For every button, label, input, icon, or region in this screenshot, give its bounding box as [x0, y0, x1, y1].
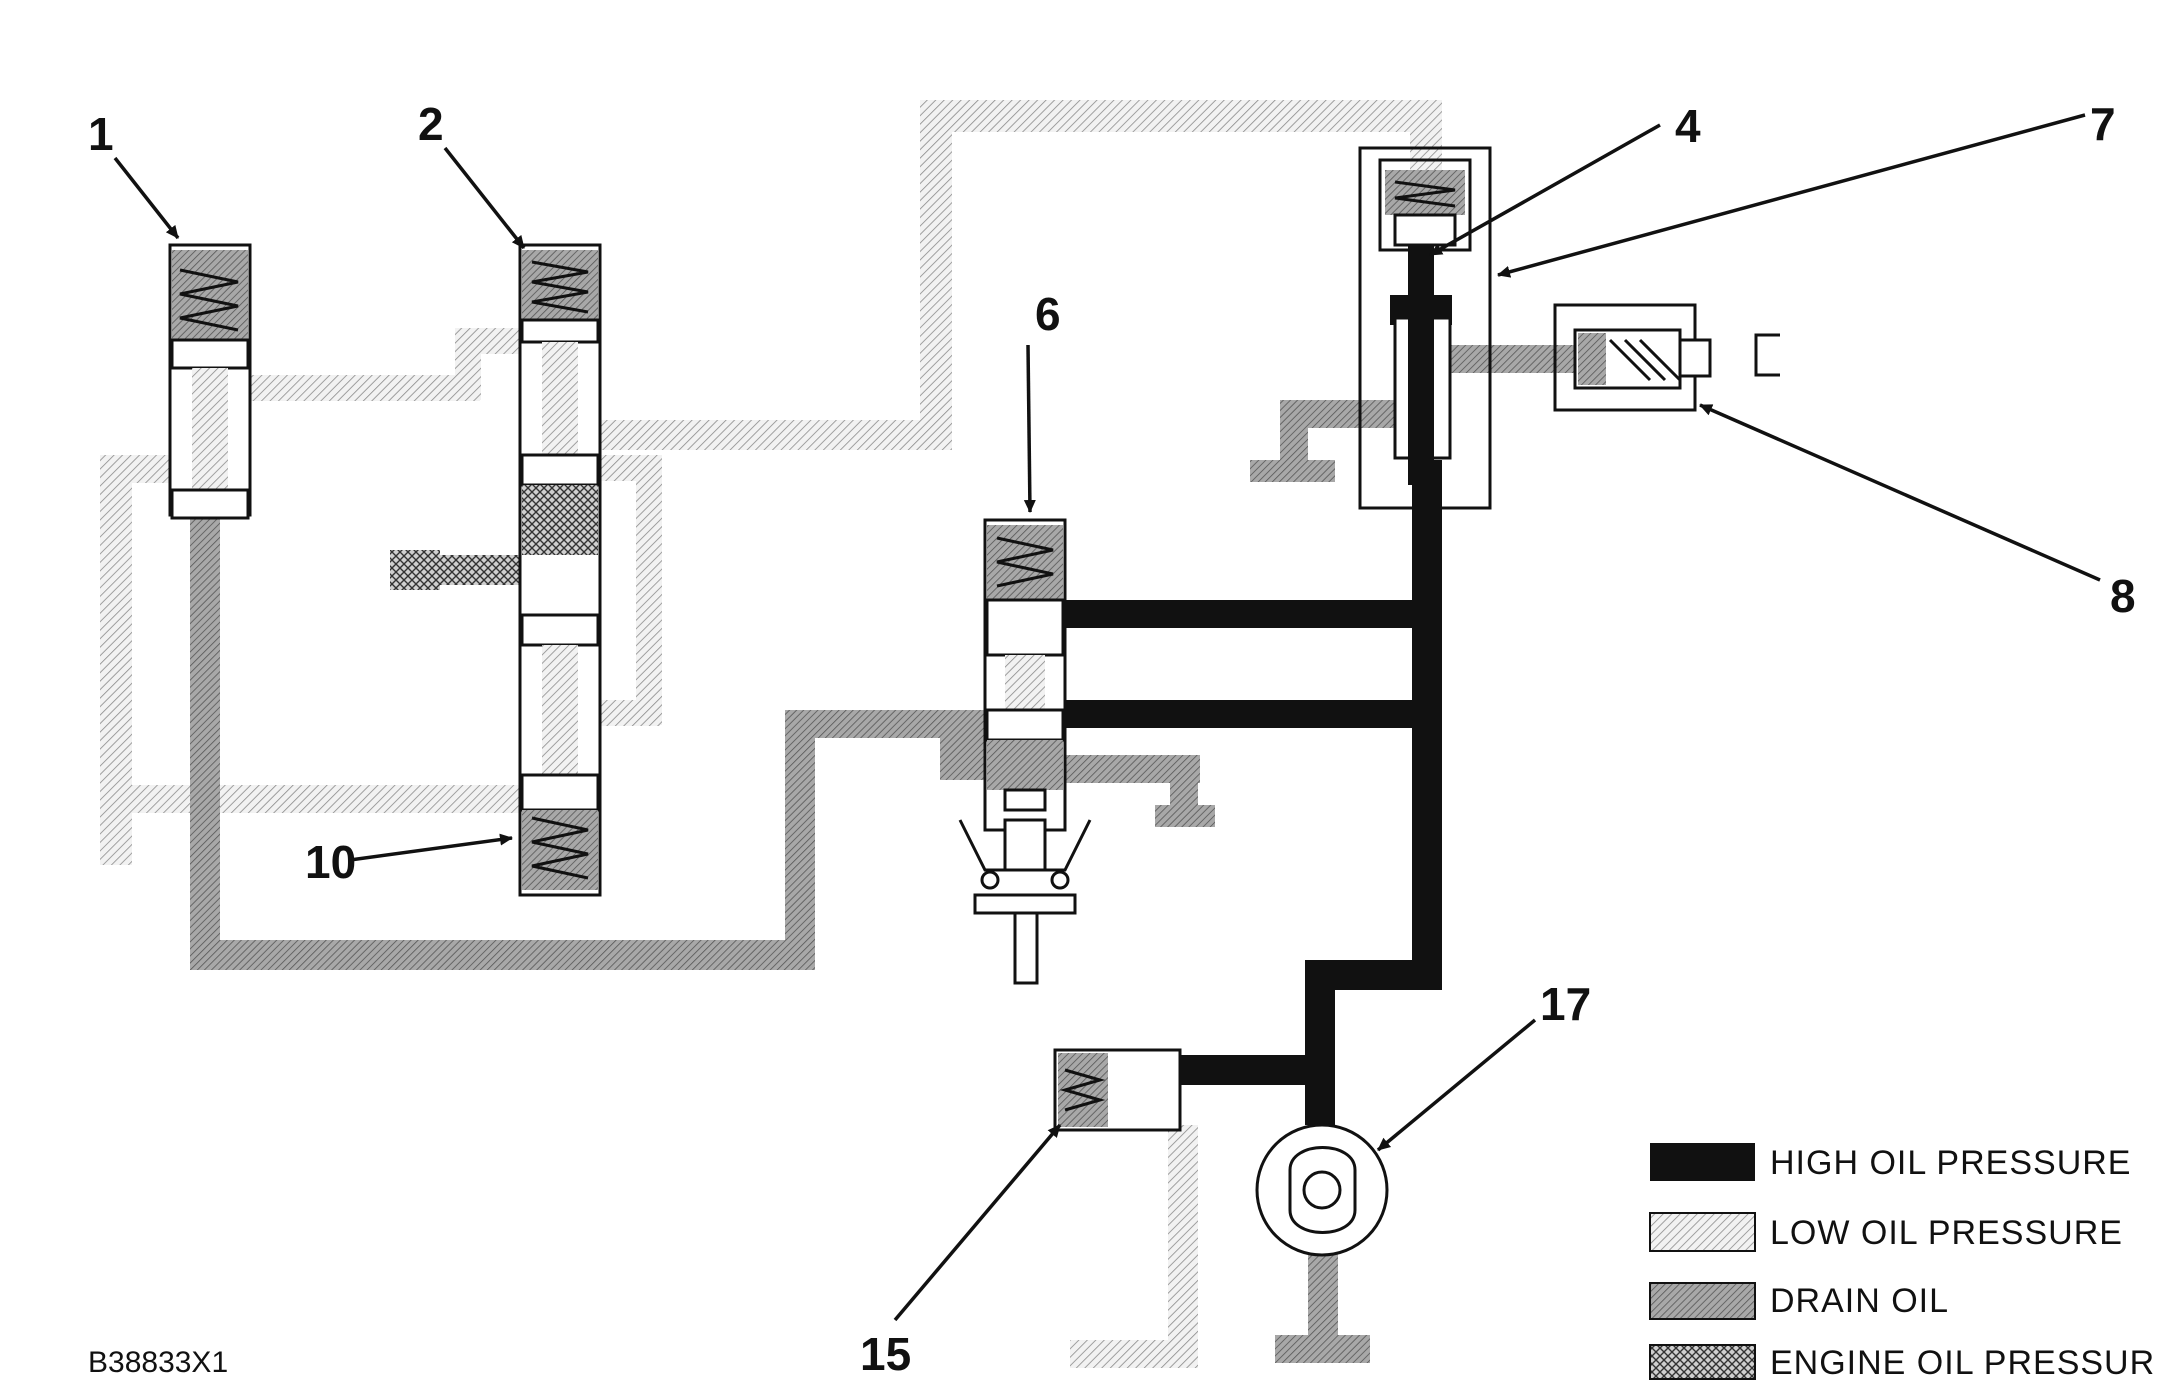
valve-6: [958, 518, 1092, 985]
low-pressure-lines: [100, 100, 1442, 1368]
high-pressure-lines: [1060, 245, 1452, 1125]
callout-numbers: 1 2 4 6 7 8 10 15 17: [88, 98, 2136, 1380]
legend-label-low: LOW OIL PRESSURE: [1770, 1214, 2123, 1252]
legend-swatch-low: [1649, 1212, 1756, 1252]
legend-swatch-drain: [1649, 1282, 1756, 1320]
legend-label-drain: DRAIN OIL: [1770, 1282, 1949, 1320]
legend-swatch-high: [1650, 1143, 1755, 1181]
legend-swatch-engine: [1649, 1344, 1756, 1380]
callout-15: 15: [860, 1328, 911, 1380]
valve-1: [168, 243, 252, 520]
legend-label-high: HIGH OIL PRESSURE: [1770, 1144, 2131, 1182]
valve-8: [1553, 303, 1780, 412]
figure-id: B38833X1: [88, 1346, 228, 1379]
callout-1: 1: [88, 108, 114, 160]
callout-arrows: [113, 113, 2101, 1322]
callout-7: 7: [2090, 98, 2116, 150]
callout-10: 10: [305, 836, 356, 888]
legend-label-engine: ENGINE OIL PRESSURE: [1770, 1344, 2157, 1382]
callout-4: 4: [1675, 100, 1701, 152]
valve-2: [518, 243, 602, 897]
callout-8: 8: [2110, 570, 2136, 622]
valve-15: [1053, 1048, 1182, 1132]
legend: HIGH OIL PRESSURE LOW OIL PRESSURE DRAIN…: [1649, 1143, 2157, 1382]
oil-pump: [1255, 1123, 1389, 1257]
callout-17: 17: [1540, 978, 1591, 1030]
callout-6: 6: [1035, 288, 1061, 340]
relief-valve: [1358, 146, 1492, 510]
callout-2: 2: [418, 98, 444, 150]
